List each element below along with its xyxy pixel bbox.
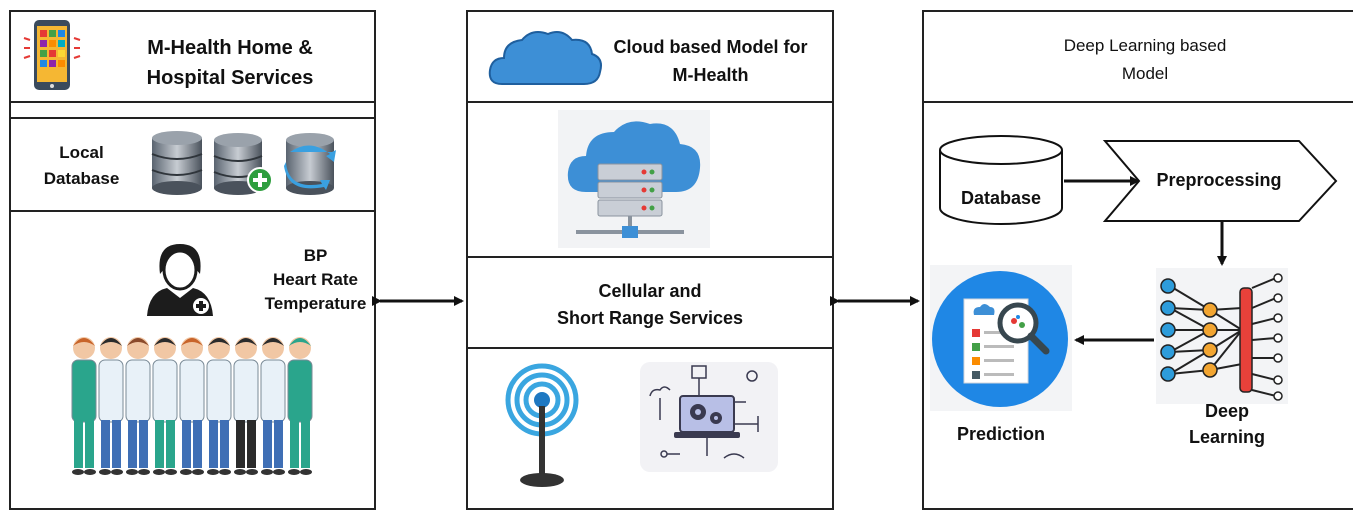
services-line1: Cellular and <box>598 281 702 301</box>
services-label: Cellular and Short Range Services <box>466 278 834 332</box>
preprocessing-label: Preprocessing <box>1156 170 1282 190</box>
deep-learning-line2: Learning <box>1188 427 1265 447</box>
local-db-line2: Database <box>43 169 120 188</box>
left-title-line1: M-Health Home & <box>147 37 313 59</box>
right-panel-title: Deep Learning based Model <box>990 32 1300 88</box>
database-sync-icon <box>284 133 336 195</box>
deep-learning-label: Deep Learning <box>1172 398 1282 450</box>
deep-learning-line1: Deep <box>1204 401 1249 421</box>
cloud-icon <box>488 31 602 85</box>
mid-title-divider <box>466 101 834 103</box>
staff-figure <box>125 337 151 475</box>
database-cylinder-icon <box>939 135 1063 225</box>
right-title-line1: Deep Learning based <box>1063 36 1227 55</box>
network-settings-icon <box>640 362 778 472</box>
left-db-divider <box>9 210 376 212</box>
left-title-divider <box>9 101 376 103</box>
staff-figure <box>233 337 259 475</box>
local-db-line1: Local <box>59 143 104 162</box>
staff-figure <box>98 337 124 475</box>
vital-bp: BP <box>303 246 328 265</box>
wireless-antenna-icon <box>505 363 579 487</box>
vital-temperature: Temperature <box>264 294 367 313</box>
database-add-icon <box>213 133 273 195</box>
staff-figure <box>260 337 286 475</box>
database-icon <box>151 131 203 195</box>
staff-figure <box>71 337 97 475</box>
prediction-report-icon <box>930 265 1072 411</box>
mid-title-line1: Cloud based Model for <box>613 37 808 57</box>
left-panel-title: M-Health Home & Hospital Services <box>110 33 350 93</box>
smartphone-app-icon <box>23 20 81 90</box>
doctor-icon <box>147 244 213 316</box>
medical-staff-group-illustration <box>71 337 313 475</box>
services-line2: Short Range Services <box>556 308 744 328</box>
prediction-label: Prediction <box>956 424 1045 444</box>
staff-figure <box>152 337 178 475</box>
neural-network-icon <box>1156 268 1288 404</box>
mid-server-divider <box>466 256 834 258</box>
connector-arrows <box>372 176 1227 345</box>
deep-learning-panel <box>922 10 1353 510</box>
staff-figure <box>206 337 232 475</box>
left-title-divider-2 <box>9 117 376 119</box>
right-title-line2: Model <box>1121 64 1169 83</box>
mid-title-line2: M-Health <box>672 65 749 85</box>
cloud-server-icon <box>558 110 710 248</box>
mid-services-divider <box>466 347 834 349</box>
local-database-label: Local Database <box>24 140 139 192</box>
staff-figure <box>287 337 313 475</box>
staff-figure <box>179 337 205 475</box>
vitals-list: BP Heart Rate Temperature <box>258 244 373 316</box>
vital-heart-rate: Heart Rate <box>272 270 359 289</box>
middle-panel-title: Cloud based Model for M-Health <box>588 33 833 89</box>
right-title-divider <box>922 101 1353 103</box>
left-title-line2: Hospital Services <box>146 67 314 89</box>
database-label: Database <box>960 188 1042 208</box>
